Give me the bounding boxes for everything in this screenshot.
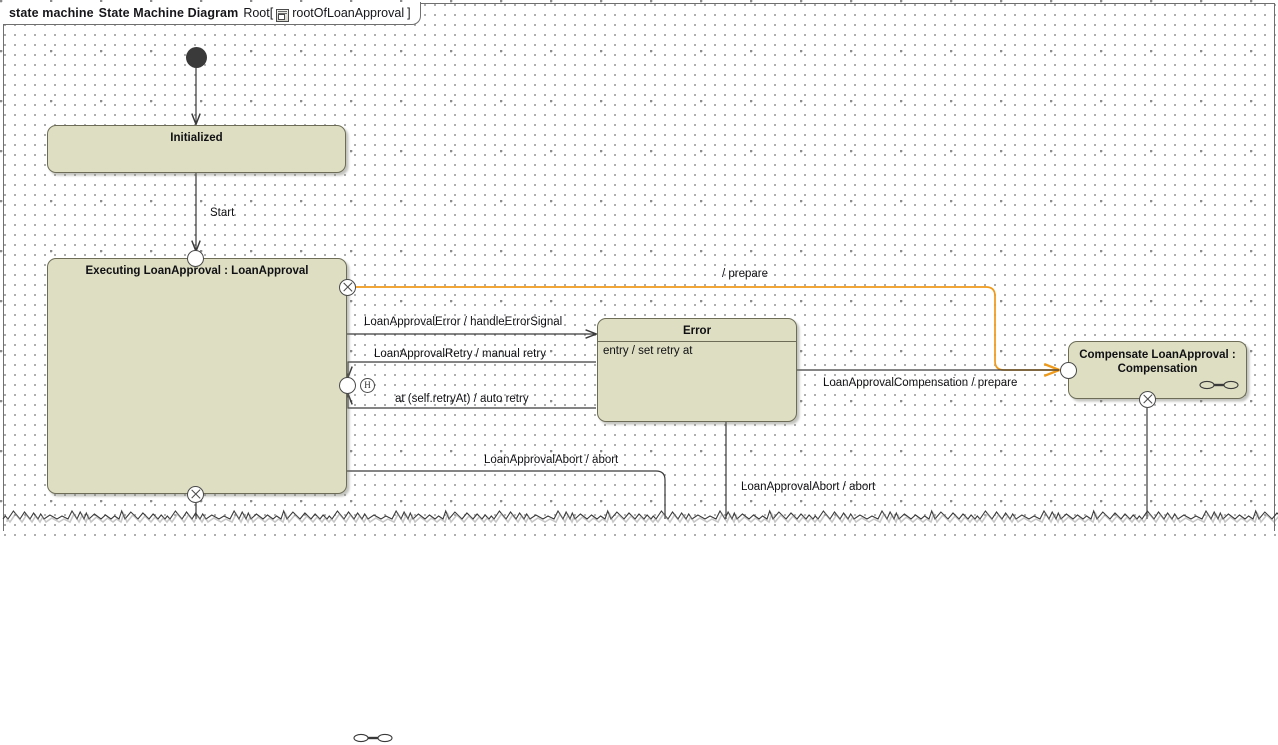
transition-auto-retry	[348, 394, 596, 409]
compensate-connector-glyph	[1199, 380, 1239, 390]
diagram-frame-header[interactable]: state machine State Machine Diagram Root…	[3, 2, 421, 25]
transition-manual-retry	[348, 361, 596, 377]
label-abort-executing: LoanApprovalAbort / abort	[484, 454, 619, 466]
label-error-signal: LoanApprovalError / handleErrorSignal	[364, 316, 563, 328]
state-initialized-title: Initialized	[170, 132, 223, 144]
label-auto-retry: at (self.retryAt) / auto retry	[395, 393, 529, 405]
frame-bracket-close: ]	[407, 6, 411, 20]
state-error[interactable]: Error entry / set retry at	[597, 318, 797, 422]
frame-kind-label: state machine	[9, 6, 94, 20]
frame-bracket-open: [	[269, 6, 274, 20]
state-initialized[interactable]: Initialized	[47, 125, 346, 173]
state-compensate-title-line2: Compensation	[1117, 363, 1198, 375]
label-manual-retry: LoanApprovalRetry / manual retry	[374, 348, 546, 360]
label-start: Start	[210, 207, 235, 219]
state-machine-icon	[276, 8, 290, 22]
executing-history-port[interactable]	[339, 377, 356, 394]
frame-diagram-label: State Machine Diagram	[98, 6, 239, 20]
label-abort-error: LoanApprovalAbort / abort	[741, 481, 876, 493]
frame-root-name: rootOfLoanApproval	[292, 6, 405, 20]
diagram-frame	[3, 3, 1275, 531]
label-compensation: LoanApprovalCompensation / prepare	[823, 377, 1018, 389]
state-compensate-title-line1: Compensate LoanApproval :	[1079, 349, 1236, 361]
executing-exit-port-prepare[interactable]	[339, 279, 356, 296]
transition-abort-executing	[347, 470, 666, 519]
executing-exit-port-bottom[interactable]	[187, 486, 204, 503]
executing-entry-port[interactable]	[187, 250, 204, 267]
frame-root-label: Root	[243, 6, 270, 20]
state-error-entry-action: entry / set retry at	[603, 345, 693, 357]
label-prepare: / prepare	[722, 268, 769, 280]
compensate-exit-port[interactable]	[1139, 391, 1156, 408]
state-executing[interactable]: Executing LoanApproval : LoanApproval	[47, 258, 393, 743]
state-executing-title: Executing LoanApproval : LoanApproval	[85, 265, 309, 277]
state-error-title: Error	[682, 325, 712, 337]
state-compensate[interactable]: Compensate LoanApproval : Compensation	[1068, 341, 1247, 399]
initial-pseudostate[interactable]	[186, 47, 207, 68]
shallow-history-pseudostate[interactable]: H	[360, 378, 375, 393]
compensate-entry-port[interactable]	[1060, 362, 1077, 379]
torn-edge-shadow	[6, 511, 1278, 524]
transition-lines	[2, 68, 1278, 524]
executing-connector-glyph	[353, 733, 393, 743]
torn-edge	[2, 509, 1278, 521]
